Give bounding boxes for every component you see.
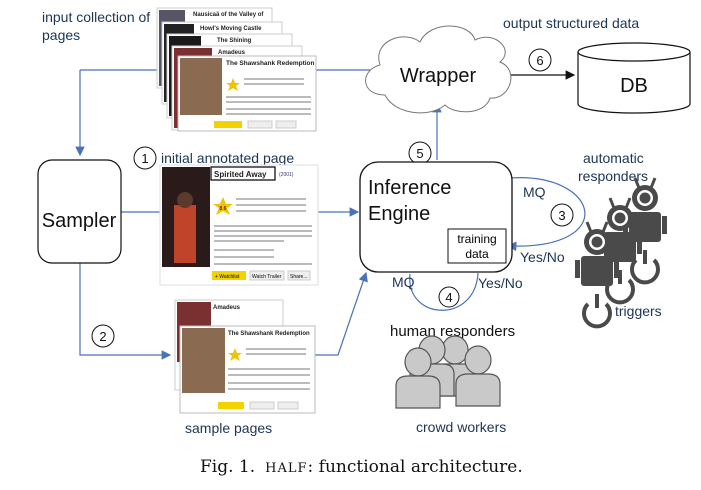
step-2: 2 bbox=[91, 324, 115, 348]
input-page-stack: Nausicaä of the Valley of Howl's Moving … bbox=[156, 7, 317, 132]
db-label: DB bbox=[620, 75, 648, 97]
annotated-year: (2001) bbox=[279, 172, 294, 178]
step-number: 6 bbox=[536, 53, 543, 68]
step-3: 3 bbox=[550, 203, 574, 227]
step-5: 5 bbox=[408, 141, 432, 165]
wrapper-cloud: Wrapper bbox=[365, 25, 512, 114]
automatic-label: automatic bbox=[583, 150, 644, 166]
step-number: 3 bbox=[558, 208, 565, 223]
step-number: 2 bbox=[99, 329, 106, 344]
sample-pages-label: sample pages bbox=[185, 420, 272, 436]
output-label: output structured data bbox=[503, 15, 639, 31]
sampler-box: Sampler bbox=[37, 159, 122, 264]
mq-label-human: MQ bbox=[392, 274, 415, 290]
human-loop-arrow bbox=[409, 272, 479, 311]
automatic-label-2: responders bbox=[578, 168, 648, 184]
caption-name: HALF bbox=[265, 461, 307, 476]
yes-no-label-human: Yes/No bbox=[478, 275, 523, 291]
step-1: 1 bbox=[133, 146, 157, 170]
page-title: Amadeus bbox=[213, 305, 241, 311]
input-label-2: pages bbox=[42, 27, 80, 43]
step-number: 5 bbox=[416, 146, 423, 161]
page-title: The Shawshank Redemption bbox=[228, 331, 310, 337]
page-title: The Shawshank Redemption bbox=[226, 60, 315, 67]
crowd-workers-label: crowd workers bbox=[416, 419, 506, 435]
training-label-2: data bbox=[465, 247, 489, 261]
training-data-box: training data bbox=[447, 228, 507, 264]
caption-text: : functional architecture. bbox=[308, 457, 523, 477]
page-title: Nausicaä of the Valley of bbox=[193, 12, 264, 18]
input-label: input collection of bbox=[42, 9, 150, 25]
yes-no-label-auto: Yes/No bbox=[520, 249, 565, 265]
sampler-label: Sampler bbox=[42, 210, 117, 232]
step-4: 4 bbox=[438, 286, 460, 308]
watchlist-button: + Watchlist bbox=[215, 274, 240, 280]
page-title: Howl's Moving Castle bbox=[200, 26, 262, 32]
human-responders-label: human responders bbox=[390, 323, 515, 340]
annotated-title: Spirited Away bbox=[214, 170, 267, 179]
page-title: Amadeus bbox=[218, 50, 246, 56]
engine-label-2: Engine bbox=[368, 203, 430, 225]
robot-icon bbox=[621, 176, 669, 285]
automatic-loop-arrow bbox=[506, 177, 586, 252]
db-cylinder: DB bbox=[577, 42, 691, 114]
wrapper-label: Wrapper bbox=[400, 65, 477, 87]
inference-engine-box: Inference Engine training data bbox=[359, 161, 513, 273]
caption-prefix: Fig. 1. bbox=[200, 457, 255, 477]
samples-to-engine-arrow bbox=[315, 271, 368, 356]
watch-trailer-button: Watch Trailer bbox=[252, 274, 282, 280]
sampler-to-samples-arrow bbox=[79, 263, 172, 360]
crowd-icon bbox=[395, 335, 501, 409]
share-button: Share... bbox=[290, 274, 308, 280]
step-number: 1 bbox=[141, 151, 148, 166]
rating: 8.6 bbox=[220, 206, 227, 212]
page-title: The Shining bbox=[217, 38, 252, 44]
step-number: 4 bbox=[445, 290, 452, 305]
sample-pages: Amadeus The Shawshank Redemption bbox=[174, 299, 316, 414]
mq-label-auto: MQ bbox=[523, 184, 546, 200]
step-6: 6 bbox=[528, 48, 552, 72]
annotated-page: Spirited Away (2001) 8.6 + Watchlist Wat… bbox=[159, 164, 319, 286]
figure-caption: Fig. 1. HALF: functional architecture. bbox=[200, 457, 523, 477]
engine-label: Inference bbox=[368, 177, 451, 199]
training-label: training bbox=[457, 232, 496, 246]
initial-page-label: initial annotated page bbox=[161, 150, 294, 166]
triggers-label: triggers bbox=[615, 303, 662, 319]
